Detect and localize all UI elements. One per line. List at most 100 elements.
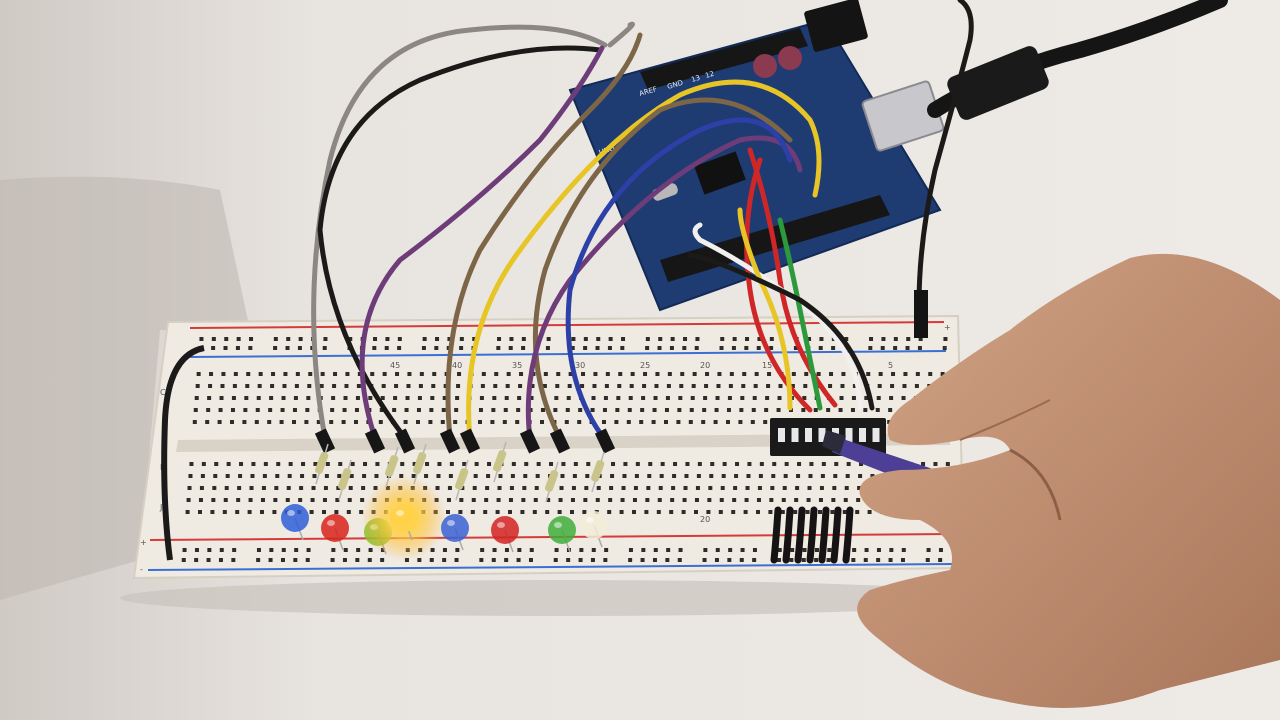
breadboard-hole	[783, 474, 788, 478]
breadboard-hole	[261, 486, 266, 490]
breadboard-hole	[858, 474, 863, 478]
breadboard-hole	[767, 372, 772, 376]
breadboard-hole	[744, 346, 749, 350]
breadboard-hole	[224, 337, 229, 341]
breadboard-hole	[181, 558, 186, 562]
breadboard-hole	[915, 372, 920, 376]
breadboard-hole	[596, 486, 601, 490]
breadboard-hole	[805, 510, 810, 514]
breadboard-hole	[640, 558, 645, 562]
breadboard-hole	[756, 498, 761, 502]
breadboard-hole	[628, 558, 633, 562]
breadboard-hole	[639, 420, 644, 424]
breadboard-hole	[218, 408, 223, 412]
breadboard-hole	[829, 372, 834, 376]
dip-switch-key[interactable]	[872, 428, 880, 442]
breadboard-hole	[329, 420, 334, 424]
breadboard-hole	[926, 548, 931, 552]
breadboard-hole	[508, 510, 512, 514]
breadboard-hole	[392, 408, 397, 412]
breadboard-hole	[809, 462, 814, 466]
dip-switch-key[interactable]	[845, 428, 853, 442]
breadboard-hole	[769, 498, 774, 502]
breadboard-hole	[697, 462, 702, 466]
breadboard-hole	[694, 498, 699, 502]
breadboard-hole	[232, 384, 237, 388]
breadboard-hole	[333, 372, 338, 376]
dip-switch-key[interactable]	[805, 428, 812, 442]
breadboard-hole	[567, 384, 572, 388]
breadboard-hole	[900, 558, 905, 562]
breadboard-hole	[419, 372, 424, 376]
breadboard-hole	[893, 346, 898, 350]
wire-pin-header	[394, 428, 416, 454]
column-number: 40	[452, 361, 462, 370]
dip-switch-key[interactable]	[778, 428, 785, 442]
breadboard-hole	[843, 498, 848, 502]
jumper-wire	[311, 24, 608, 441]
breadboard-hole	[506, 372, 511, 376]
breadboard-hole	[255, 408, 260, 412]
breadboard-hole	[522, 486, 527, 490]
breadboard-hole	[801, 558, 806, 562]
dip-switch-key[interactable]	[818, 428, 826, 442]
breadboard-hole	[684, 474, 689, 478]
breadboard-hole	[343, 396, 348, 400]
breadboard-hole	[781, 498, 786, 502]
breadboard-hole	[863, 558, 868, 562]
ground-jumper	[818, 506, 830, 564]
breadboard-hole	[331, 396, 336, 400]
breadboard-hole	[914, 384, 919, 388]
breadboard-hole	[206, 408, 211, 412]
breadboard-hole	[185, 510, 190, 514]
breadboard-hole	[790, 548, 795, 552]
breadboard-hole	[816, 372, 821, 376]
breadboard-hole	[901, 548, 906, 552]
breadboard-hole	[490, 420, 495, 424]
breadboard-hole	[558, 498, 563, 502]
rail-line-blue-bottom	[147, 563, 955, 571]
hand-palm	[857, 253, 1280, 708]
breadboard-hole	[503, 408, 508, 412]
breadboard-hole	[578, 558, 583, 562]
breadboard-hole	[237, 486, 242, 490]
breadboard-hole	[678, 396, 683, 400]
breadboard-hole	[212, 486, 217, 490]
breadboard-hole	[349, 474, 354, 478]
breadboard-hole	[453, 420, 458, 424]
breadboard-hole	[607, 510, 612, 514]
led	[281, 504, 309, 532]
breadboard-shadow	[120, 580, 1000, 616]
resistor	[384, 455, 399, 477]
breadboard-hole	[248, 498, 253, 502]
breadboard-hole	[218, 558, 223, 562]
breadboard-hole	[518, 384, 523, 388]
breadboard-hole	[448, 474, 453, 478]
dip-switch-key[interactable]	[791, 428, 799, 442]
breadboard-hole	[292, 408, 297, 412]
breadboard-hole	[695, 486, 700, 490]
dip-switch-key[interactable]	[859, 428, 866, 442]
breadboard-hole	[516, 408, 521, 412]
breadboard-hole	[214, 462, 219, 466]
breadboard-hole	[497, 337, 502, 341]
breadboard-hole	[517, 548, 522, 552]
breadboard-hole	[442, 396, 447, 400]
breadboard-hole	[195, 384, 200, 388]
breadboard-hole	[832, 486, 837, 490]
breadboard-hole	[313, 462, 318, 466]
breadboard-hole	[726, 408, 731, 412]
resistor	[314, 452, 329, 474]
breadboard-hole	[458, 510, 463, 514]
breadboard-hole	[416, 408, 421, 412]
breadboard-hole	[681, 510, 686, 514]
breadboard-hole	[235, 510, 240, 514]
breadboard-hole	[350, 462, 355, 466]
breadboard-hole	[322, 346, 327, 350]
breadboard-hole	[651, 420, 656, 424]
breadboard-hole	[820, 474, 825, 478]
breadboard-hole	[626, 420, 631, 424]
breadboard-hole	[436, 474, 441, 478]
breadboard-hole	[735, 462, 740, 466]
